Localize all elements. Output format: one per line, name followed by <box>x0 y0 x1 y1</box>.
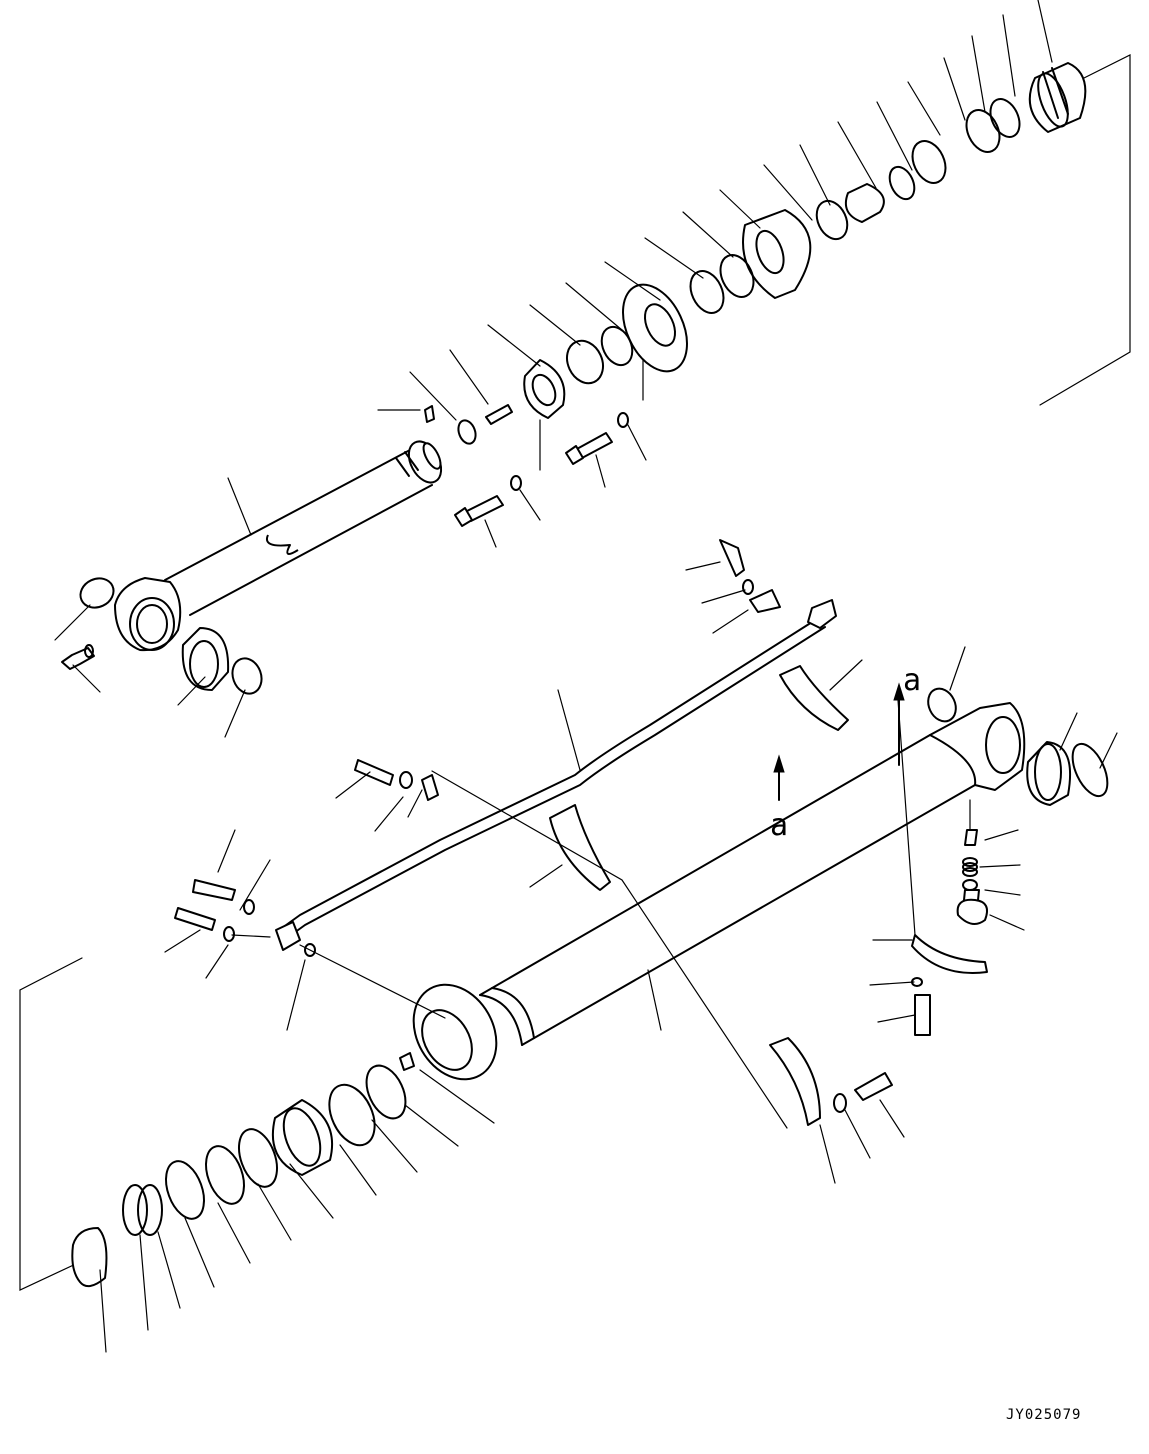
hydraulic-pipe <box>276 600 836 950</box>
connector-lines <box>232 360 970 1128</box>
piston <box>1030 63 1086 132</box>
piston-nut <box>846 184 884 222</box>
rod-end-eye <box>115 578 180 650</box>
bottom-bushing <box>923 684 1114 805</box>
grease-fitting <box>62 645 94 669</box>
piston-ring <box>560 94 1025 389</box>
view-label-a-lower: a <box>770 808 788 843</box>
cylinder-tube <box>397 735 975 1094</box>
retainer-plate <box>524 360 564 418</box>
snap-ring <box>76 573 267 698</box>
view-label-a-upper: a <box>903 663 921 698</box>
leader-lines <box>55 0 1117 1352</box>
view-arrow-a-upper: a <box>894 663 921 765</box>
piston-rod <box>165 436 448 615</box>
lower-piston-assembly <box>72 1053 414 1286</box>
tube-bottom-eye <box>930 703 1024 790</box>
cylinder-head <box>610 210 810 382</box>
rod-bushing <box>183 628 228 690</box>
group-boundary-lines <box>20 55 1130 1290</box>
view-arrow-a-lower: a <box>770 756 788 843</box>
washer <box>455 413 628 490</box>
check-valve-plug <box>958 830 987 924</box>
mounting-bolt <box>425 405 612 526</box>
drawing-code: JY025079 <box>1006 1407 1082 1423</box>
clamp-bolts <box>175 540 930 1112</box>
pipe-clamp <box>422 590 987 1125</box>
